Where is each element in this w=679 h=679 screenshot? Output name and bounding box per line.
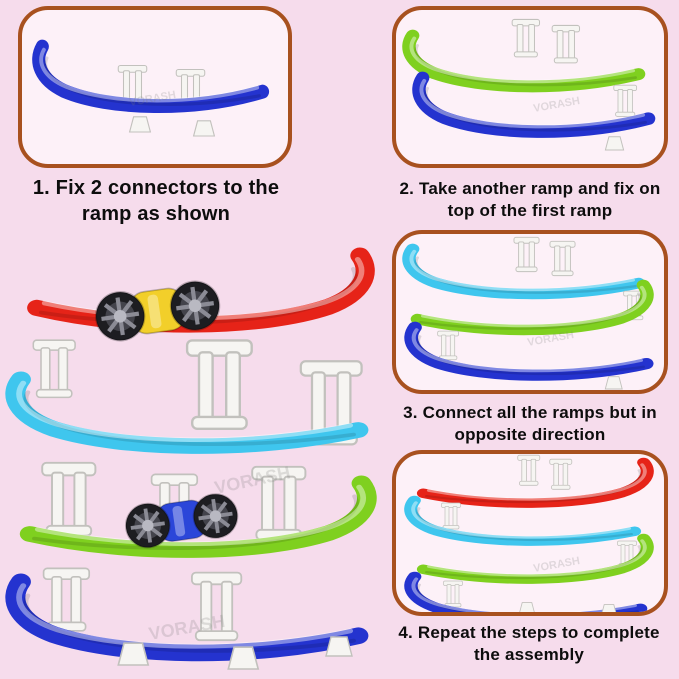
foot-piece [117,642,150,666]
foot-piece [227,646,260,670]
connector-piece [185,339,253,430]
connector-piece [551,24,581,64]
step-1-caption: 1. Fix 2 connectors to the ramp as shown [32,177,280,225]
connector-piece [549,240,576,277]
connector-piece [517,454,541,486]
foot-piece [129,116,151,133]
connector-piece [437,330,459,361]
step-2-panel: VORASH [392,6,668,168]
step-4-caption: 4. Repeat the steps to complete the asse… [398,623,660,664]
foot-piece [518,602,536,612]
connector-piece [511,18,541,58]
step-4-image: VORASH [396,454,664,612]
watermark-text: VORASH [213,462,292,498]
foot-piece [193,120,215,137]
step-1-image: VORASH [22,10,288,137]
watermark-text: VORASH [532,555,580,575]
step-3-caption: 3. Connect all the ramps but in opposite… [403,403,657,444]
connector-piece [513,236,540,273]
connector-piece [549,458,573,490]
car-shape [93,278,222,343]
step-3-image: VORASH [396,236,664,390]
connector-piece [42,567,91,632]
assembled-ramp-photo: VORASH VORASH [0,242,388,670]
connector-piece [613,84,638,117]
foot-piece [325,636,353,657]
connector-piece [41,461,97,537]
step-2-image: VORASH [396,18,664,151]
ramp-shape [409,36,639,87]
step-1-panel: VORASH [18,6,292,168]
toy-car-yellow [93,278,222,343]
ramp-green [409,36,639,87]
step-4-panel: VORASH [392,450,668,616]
foot-piece [604,136,625,151]
connector-piece [441,502,461,530]
connector-piece [32,339,76,399]
foot-piece [600,604,618,612]
connector-piece [443,580,463,608]
step-3-panel: VORASH [392,230,668,394]
foot-piece [604,376,623,390]
watermark-text: VORASH [532,95,580,115]
step-2-caption: 2. Take another ramp and fix on top of t… [399,179,661,220]
